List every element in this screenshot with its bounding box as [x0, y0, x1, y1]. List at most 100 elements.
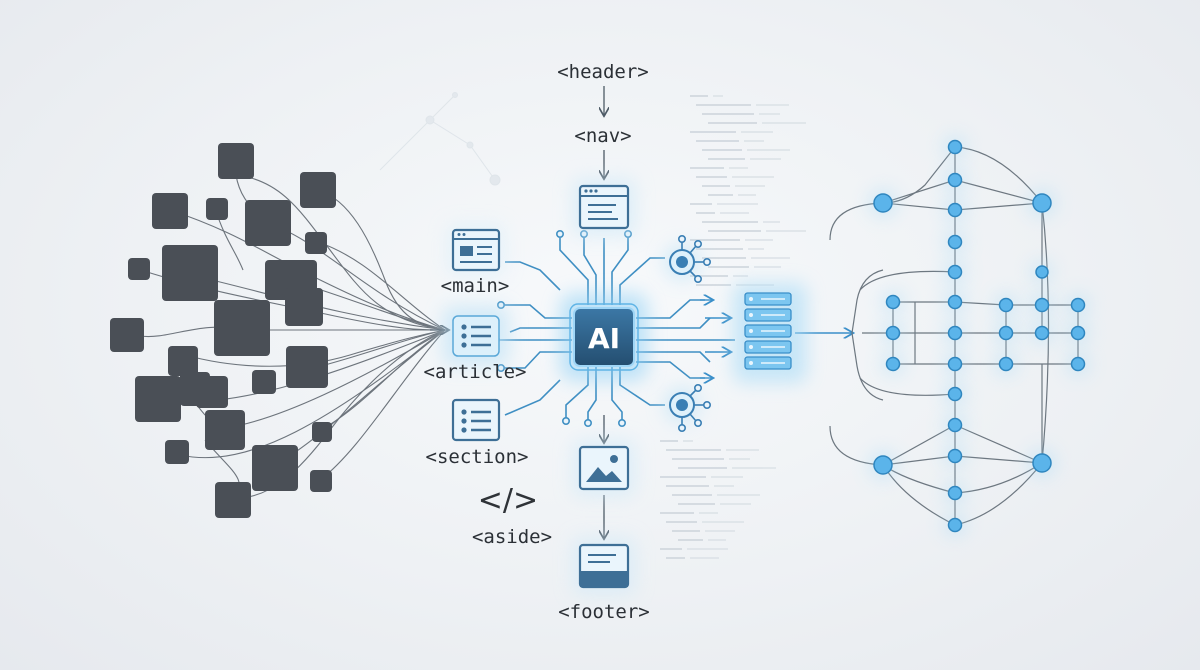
- code-line-fragment: [708, 230, 761, 232]
- code-line-fragment: [732, 467, 776, 469]
- code-line-fragment: [766, 230, 806, 232]
- ai-chip: AI: [560, 293, 648, 381]
- code-line-fragment: [666, 521, 697, 523]
- tree-node: [998, 297, 1014, 313]
- code-line-fragment: [751, 257, 790, 259]
- code-line-fragment: [660, 512, 694, 514]
- tree-node: [1034, 297, 1050, 313]
- code-line-fragment: [678, 539, 703, 541]
- tree-edge: [851, 269, 884, 334]
- data-block: [252, 445, 298, 491]
- nav-tag-label: <nav>: [574, 125, 631, 147]
- tree-node: [1070, 297, 1086, 313]
- code-line-fragment: [702, 113, 754, 115]
- code-line-fragment: [690, 131, 736, 133]
- code-line-fragment: [756, 104, 789, 106]
- data-block: [286, 346, 328, 388]
- data-block: [205, 410, 245, 450]
- code-line-fragment: [748, 248, 764, 250]
- data-block: [215, 482, 251, 518]
- code-line-fragment: [666, 557, 685, 559]
- tree-edge: [859, 270, 956, 291]
- code-line-fragment: [690, 203, 712, 205]
- code-line-fragment: [745, 239, 773, 241]
- tree-edge: [954, 424, 1043, 464]
- unstructured-blocks: [110, 143, 336, 518]
- tree-node: [1035, 265, 1049, 279]
- code-line-fragment: [750, 158, 781, 160]
- code-line-fragment: [702, 221, 758, 223]
- code-line-fragment: [747, 149, 790, 151]
- image-icon: [572, 439, 636, 497]
- code-line-fragment: [754, 266, 781, 268]
- code-line-fragment: [666, 485, 709, 487]
- code-line-fragment: [702, 149, 742, 151]
- list-icon: [443, 306, 509, 366]
- data-block: [252, 370, 276, 394]
- code-line-fragment: [735, 185, 765, 187]
- code-line-fragment: [708, 158, 745, 160]
- data-block: [165, 440, 189, 464]
- tree-node: [947, 172, 963, 188]
- tree-node: [885, 325, 901, 341]
- tree-node: [885, 356, 901, 372]
- code-line-fragment: [714, 485, 734, 487]
- tree-edge: [954, 462, 1043, 526]
- data-block: [206, 198, 228, 220]
- code-line-fragment: [720, 503, 751, 505]
- aside-tag-label: <aside>: [472, 526, 552, 548]
- background-code-texture: [660, 95, 806, 559]
- tree-node: [947, 417, 963, 433]
- tree-edge: [954, 146, 1043, 204]
- code-line-fragment: [696, 248, 743, 250]
- tree-node: [947, 517, 963, 533]
- tree-node: [1070, 356, 1086, 372]
- tree-node: [885, 294, 901, 310]
- code-line-fragment: [711, 476, 743, 478]
- tree-node: [947, 264, 963, 280]
- tree-edge: [859, 377, 956, 396]
- server-stack-icon: [733, 283, 807, 383]
- code-line-fragment: [717, 203, 758, 205]
- browser-window-icon: [572, 178, 636, 236]
- code-line-fragment: [690, 167, 724, 169]
- network-node-icon: [664, 234, 711, 284]
- data-block: [285, 288, 323, 326]
- tree-edge: [954, 455, 1043, 464]
- code-line-fragment: [708, 194, 733, 196]
- server-led: [749, 329, 753, 333]
- ai-chip-label: AI: [588, 322, 620, 355]
- code-line-fragment: [720, 212, 749, 214]
- code-line-fragment: [672, 458, 724, 460]
- tree-node: [998, 356, 1014, 372]
- code-line-fragment: [696, 140, 739, 142]
- data-block: [110, 318, 144, 352]
- code-line-fragment: [702, 257, 746, 259]
- code-line-fragment: [713, 95, 723, 97]
- code-line-fragment: [763, 221, 780, 223]
- code-line-fragment: [696, 104, 751, 106]
- data-block: [218, 143, 254, 179]
- footer-tag-label: <footer>: [558, 601, 650, 623]
- code-line-fragment: [687, 548, 728, 550]
- tree-node: [947, 234, 963, 250]
- code-line-fragment: [732, 176, 774, 178]
- code-line-fragment: [690, 557, 719, 559]
- tree-node: [873, 193, 893, 213]
- code-line-fragment: [683, 440, 693, 442]
- data-block: [300, 172, 336, 208]
- tree-node: [947, 202, 963, 218]
- chip-output-arrows: [700, 300, 730, 378]
- data-block: [128, 258, 150, 280]
- data-block: [214, 300, 270, 356]
- code-line-fragment: [762, 122, 806, 124]
- browser-window-icon: [447, 224, 505, 276]
- code-line-fragment: [738, 194, 756, 196]
- tree-node: [947, 139, 963, 155]
- server-led: [749, 313, 753, 317]
- structured-tree-nodes: [869, 135, 1090, 537]
- code-line-fragment: [690, 95, 708, 97]
- code-line-fragment: [744, 140, 764, 142]
- data-block: [152, 193, 188, 229]
